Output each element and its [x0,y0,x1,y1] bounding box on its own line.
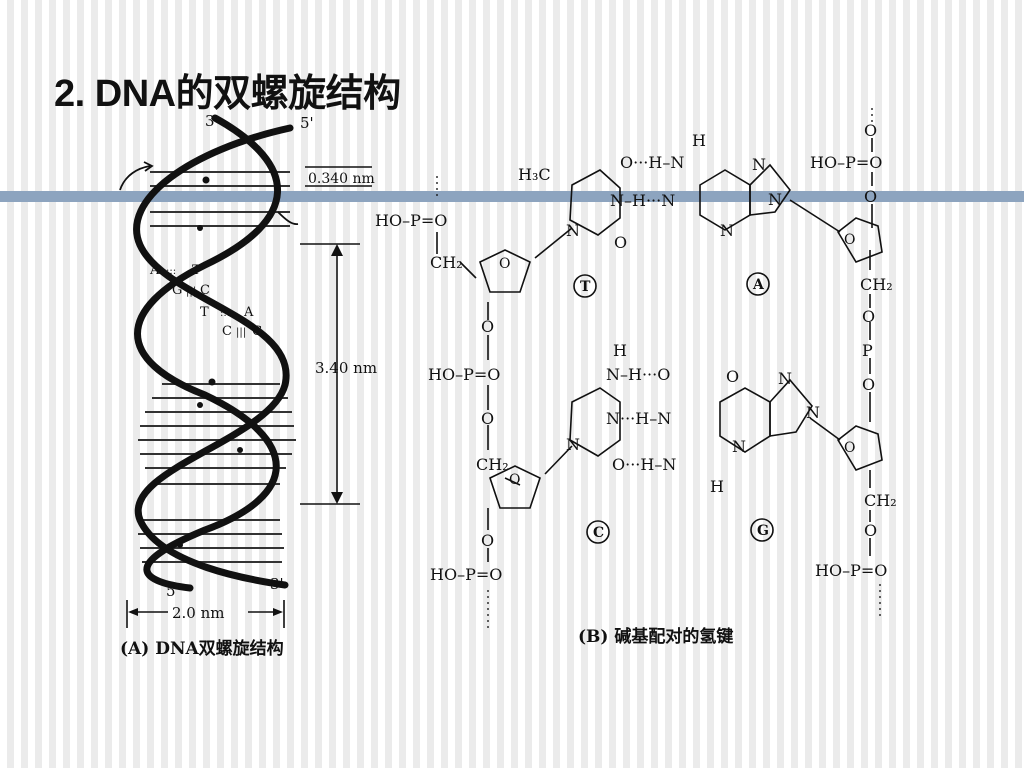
hbond-label-1: O···H–N [620,153,684,172]
badge-g: G [757,523,769,539]
ch2-4: CH₂ [864,491,897,510]
width-label: 2.0 nm [172,604,225,622]
helix-rungs [138,171,296,563]
ring-n-a-2: N [768,190,782,209]
pair-right-3: A [243,305,254,320]
phosphate-4: HO–P=O [810,153,882,172]
strand-end-bottom-left: 5' [166,582,180,600]
pair-left-4: C [222,324,232,339]
ring-cytosine [569,387,621,457]
badge-c: C [593,525,604,541]
methyl-label: H₃C [518,165,551,184]
base-badges: T A C G [573,272,774,544]
carbonyl-o-t: O [614,233,627,252]
sugar-o-c: O [509,472,520,488]
ch2-2: CH₂ [476,455,509,474]
svg-text:|||: ||| [236,327,246,338]
pair-right-2: C [200,283,210,298]
amino-h-a: H [692,131,706,150]
carbonyl-o-g: O [726,367,739,386]
sugar-ring-t [479,249,531,293]
base-pair-list: A ::: T G ||| C T ::: A C ||| G [149,263,262,339]
svg-text::::: ::: [166,266,176,277]
helix-caption: (A) DNA双螺旋结构 [120,638,284,659]
ring-n-a-1: N [752,155,766,174]
amino-h-c: H [613,341,627,360]
hbond-label-2: N–H···N [610,191,675,210]
phosphate-1: HO–P=O [375,211,447,230]
backbone-o-7: O [862,375,875,394]
ring-n-g-3: N [732,437,746,456]
badge-a: A [752,277,765,293]
helix-strand-1 [134,114,281,592]
helix-panel: A ::: T G ||| C T ::: A C ||| G 3 5' 5' … [119,112,377,659]
phosphate-2: HO–P=O [428,365,500,384]
strand-end-top-right: 5' [300,114,314,132]
pairing-panel: O O O O HO–P=O CH₂ O HO–P=O O CH₂ O HO–P… [375,108,897,647]
hbond-label-3: N–H···O [606,365,670,384]
helix-arrows [119,161,299,225]
pair-right-1: T [192,263,201,278]
strand-end-bottom-right: 3' [270,575,284,593]
backbone-p: P [862,341,873,360]
strand-end-top-left: 3 [205,112,215,130]
backbone-o-4: O [864,121,877,140]
pair-left-3: T [200,305,209,320]
ring-n-c: N [566,435,580,454]
ch2-3: CH₂ [860,275,893,294]
badge-t: T [580,279,591,295]
pitch-dimension: 3.40 nm [300,243,377,505]
helix-strand-2 [133,124,294,589]
backbone-o-1: O [481,317,494,336]
backbone-o-5: O [864,187,877,206]
pair-left-1: A [149,263,160,278]
rise-dimension: 0.340 nm [305,166,375,187]
backbone-o-8: O [864,521,877,540]
ring-adenine-5 [749,163,791,216]
ring-n-g-1: N [778,369,792,388]
backbone-o-3: O [481,531,494,550]
rise-label: 0.340 nm [308,171,375,187]
ring-guanine-5 [769,378,813,437]
width-dimension: 2.0 nm [126,600,285,628]
backbone-o-2: O [481,409,494,428]
sugar-o-g: O [844,440,855,456]
sugar-o-t: O [499,256,510,272]
sugar-ring-g [836,425,883,471]
pair-right-4: G [252,324,262,339]
hbond-label-4: N···H–N [606,409,671,428]
ring-n-g-2: N [806,403,820,422]
header-rule [0,191,1024,202]
phosphate-3: HO–P=O [430,565,502,584]
ring-n-a-3: N [720,221,734,240]
pairing-caption: (B) 碱基配对的氢键 [578,626,733,647]
sugar-o-a: O [844,232,855,248]
ch2-1: CH₂ [430,253,463,272]
ring-thymine [569,169,621,236]
svg-text::::: ::: [220,308,230,319]
amino-h-g: H [710,477,724,496]
pitch-label: 3.40 nm [315,359,377,377]
sugar-ring-c [489,465,541,509]
hbond-label-5: O···H–N [612,455,676,474]
helix-dots [177,176,243,548]
sugar-ring-a [836,217,883,263]
backbone-o-6: O [862,307,875,326]
slide-title: 2. DNA的双螺旋结构 [54,73,401,115]
pair-left-2: G [172,283,182,298]
ring-n-t: N [566,221,580,240]
phosphate-5: HO–P=O [815,561,887,580]
svg-text:|||: ||| [186,286,196,297]
